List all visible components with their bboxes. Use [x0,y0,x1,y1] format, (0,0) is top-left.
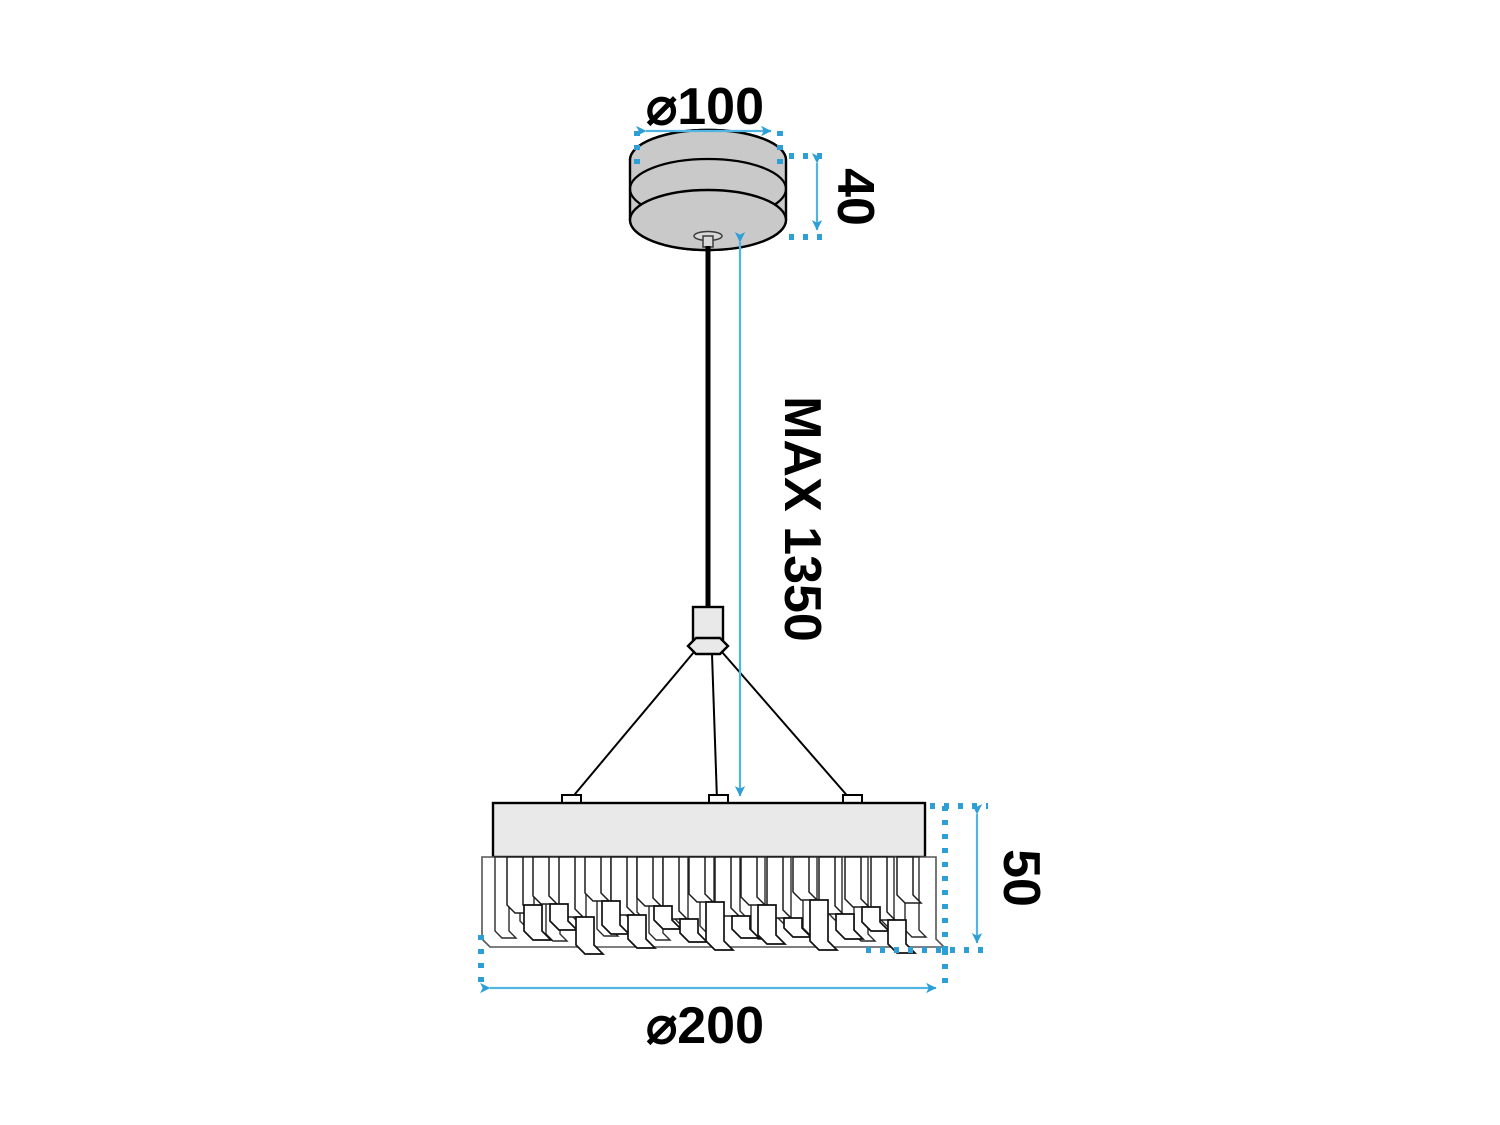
dimension-shade-height [866,803,988,956]
dimension-label-shade-height: 50 [992,849,1050,907]
dimension-label-canopy-height: 40 [826,168,884,226]
dimension-label-canopy-diameter: ⌀100 [646,78,764,136]
dimension-label-shade-diameter: ⌀200 [646,997,764,1055]
cable-junction-hub [686,605,730,656]
support-wires [569,651,852,801]
dimension-label-max-drop: MAX 1350 [773,396,831,642]
dimension-shade-diameter [478,935,948,994]
dimension-canopy-diameter [634,125,783,172]
dimension-canopy-height [789,153,826,240]
crystal-rods [481,856,946,955]
fixture-body [491,801,927,859]
cable-strain-relief [693,230,723,248]
